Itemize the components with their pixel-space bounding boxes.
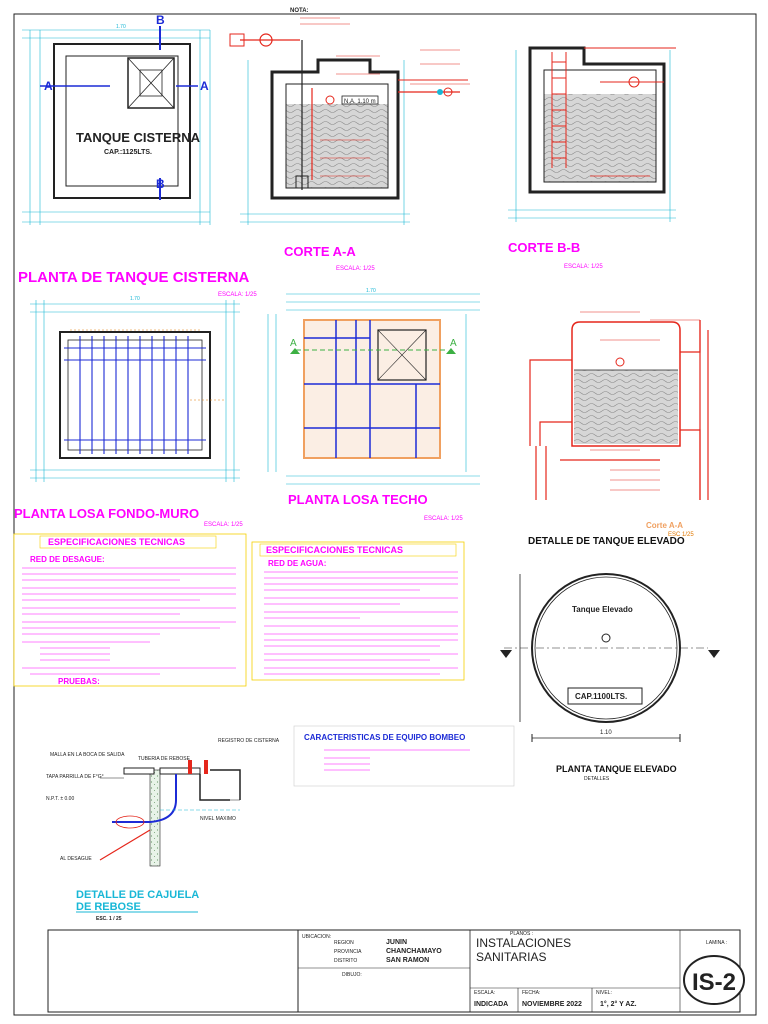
corte-aa-section: N.A. 1.10 m NOTA: bbox=[229, 8, 470, 225]
tb-fecha: NOVIEMBRE 2022 bbox=[522, 1001, 582, 1008]
cajuela-detail: MALLA EN LA BOCA DE SALIDA TAPA PARRILLA… bbox=[46, 738, 280, 922]
tb-escala: INDICADA bbox=[474, 1001, 508, 1008]
tb-dibujo-label: DIBUJO: bbox=[342, 972, 362, 978]
corte-aa-scale: ESCALA: 1/25 bbox=[336, 266, 375, 272]
cajuela-tuberia: TUBERIA DE REBOSE bbox=[138, 756, 191, 762]
tb-region: JUNIN bbox=[386, 939, 407, 946]
fondo-dim-top: 1.70 bbox=[130, 296, 140, 302]
cisterna-title: TANQUE CISTERNA bbox=[76, 130, 201, 145]
cajuela-desague: AL DESAGUE bbox=[60, 856, 92, 862]
tb-provincia-label: PROVINCIA bbox=[334, 949, 362, 955]
losa-techo-plan: A A 1.70 bbox=[267, 288, 480, 485]
bombeo-box: CARACTERISTICAS DE EQUIPO BOMBEO bbox=[293, 725, 515, 787]
specs-left-lines bbox=[22, 567, 236, 675]
tb-plano-line1: INSTALACIONES bbox=[476, 936, 571, 950]
corte-aa-callout-lines bbox=[300, 17, 470, 177]
cajuela-scale: ESC. 1 / 25 bbox=[96, 916, 122, 922]
specs-right-red: RED DE AGUA: bbox=[268, 559, 326, 568]
tb-distrito-label: DISTRITO bbox=[334, 958, 357, 964]
elevado-callouts bbox=[580, 311, 700, 491]
tb-provincia: CHANCHAMAYO bbox=[386, 948, 442, 955]
cajuela-pipe bbox=[112, 774, 177, 823]
techo-manhole bbox=[377, 329, 427, 381]
bombeo-title: CARACTERISTICAS DE EQUIPO BOMBEO bbox=[304, 733, 465, 742]
elevado-plan-label: Tanque Elevado bbox=[572, 605, 633, 614]
planta-elevado-title: PLANTA TANQUE ELEVADO bbox=[556, 764, 677, 774]
corte-bb-section bbox=[508, 46, 676, 222]
section-label-a-left: A bbox=[44, 79, 53, 93]
specs-left-pruebas: PRUEBAS: bbox=[58, 677, 100, 686]
specs-left-red: RED DE DESAGUE: bbox=[30, 555, 105, 564]
cisterna-plan: B B A A TANQUE CISTERNA CAP.:1125LTS. 1.… bbox=[22, 13, 211, 225]
specs-right-lines bbox=[264, 571, 458, 675]
cisterna-dim-top: 1.70 bbox=[116, 24, 126, 30]
corte-bb-water bbox=[544, 94, 656, 182]
techo-dim-top: 1.70 bbox=[366, 288, 376, 294]
section-label-b-bottom: B bbox=[156, 177, 165, 191]
losa-techo-outline bbox=[303, 319, 441, 459]
tb-planos-label: PLANOS : bbox=[510, 931, 533, 937]
elevado-plan-capacity: CAP.1100LTS. bbox=[575, 692, 627, 701]
sheet-border bbox=[13, 13, 757, 1016]
elevado-water bbox=[574, 370, 678, 444]
losa-fondo-plan: 1.70 bbox=[30, 296, 240, 482]
planta-cisterna-scale: ESCALA: 1/25 bbox=[218, 292, 257, 298]
corte-aa-title: CORTE A-A bbox=[284, 244, 356, 259]
tb-lamina-label: LAMINA : bbox=[706, 940, 727, 946]
title-block: UBICACION: REGION JUNIN PROVINCIA CHANCH… bbox=[47, 929, 745, 1013]
elevado-corte-title: Corte A-A bbox=[646, 521, 683, 530]
elevado-plan: Tanque Elevado CAP.1100LTS. 1.10 bbox=[500, 573, 720, 742]
cajuela-registro: REGISTRO DE CISTERNA bbox=[218, 738, 280, 744]
ladder bbox=[551, 52, 567, 168]
specs-left-box: ESPECIFICACIONES TECNICAS RED DE DESAGUE… bbox=[13, 533, 247, 687]
specs-right-title: ESPECIFICACIONES TECNICAS bbox=[266, 545, 403, 555]
elevado-corte-scale: ESC 1/25 bbox=[668, 532, 694, 538]
elevado-plan-dim: 1.10 bbox=[600, 730, 612, 736]
elevado-section: Corte A-A ESC 1/25 bbox=[529, 311, 709, 538]
planta-elevado-sub: DETALLES bbox=[584, 776, 610, 782]
tb-plano-line2: SANITARIAS bbox=[476, 950, 546, 964]
losa-techo-beams bbox=[304, 320, 440, 458]
planta-techo-title: PLANTA LOSA TECHO bbox=[288, 492, 428, 507]
cajuela-nivel: NIVEL MAXIMO bbox=[200, 816, 236, 822]
cisterna-outline bbox=[53, 43, 191, 199]
tb-region-label: REGION bbox=[334, 940, 354, 946]
techo-section-a-right: A bbox=[450, 338, 457, 349]
corte-aa-water-level: N.A. 1.10 m bbox=[344, 99, 376, 105]
tb-nivel: 1°, 2° Y AZ. bbox=[600, 1000, 637, 1008]
tb-sheet-badge bbox=[683, 955, 745, 1005]
cajuela-malla: MALLA EN LA BOCA DE SALIDA bbox=[50, 752, 125, 758]
cajuela-title-2: DE REBOSE bbox=[76, 901, 141, 913]
tb-sheet-number: IS-2 bbox=[692, 969, 736, 996]
corte-aa-water bbox=[286, 104, 388, 188]
tb-ubicacion-label: UBICACION: bbox=[302, 934, 331, 940]
cisterna-capacity: CAP.:1125LTS. bbox=[104, 149, 152, 156]
section-label-a-right: A bbox=[200, 79, 209, 93]
specs-right-box: ESPECIFICACIONES TECNICAS RED DE AGUA: bbox=[251, 541, 465, 681]
tb-distrito: SAN RAMON bbox=[386, 957, 429, 964]
planta-fondo-title: PLANTA LOSA FONDO-MURO bbox=[14, 506, 199, 521]
losa-fondo-outline bbox=[59, 331, 211, 459]
losa-fondo-rebar bbox=[64, 336, 206, 454]
tb-fecha-label: FECHA: bbox=[522, 990, 540, 996]
corte-bb-title: CORTE B-B bbox=[508, 240, 580, 255]
cajuela-tapa: TAPA PARRILLA DE F°G° bbox=[46, 774, 104, 780]
detalle-tanque-title: DETALLE DE TANQUE ELEVADO bbox=[528, 536, 685, 547]
bombeo-lines bbox=[324, 749, 470, 771]
tb-nivel-label: NIVEL: bbox=[596, 990, 612, 996]
nota-label: NOTA: bbox=[290, 8, 309, 14]
cajuela-npt: N.P.T. ± 0.00 bbox=[46, 796, 74, 802]
specs-left-title: ESPECIFICACIONES TECNICAS bbox=[48, 537, 185, 547]
cajuela-title-1: DETALLE DE CAJUELA bbox=[76, 889, 199, 901]
corte-bb-scale: ESCALA: 1/25 bbox=[564, 264, 603, 270]
planta-cisterna-title: PLANTA DE TANQUE CISTERNA bbox=[18, 269, 250, 286]
tb-escala-label: ESCALA: bbox=[474, 990, 495, 996]
planta-techo-scale: ESCALA: 1/25 bbox=[424, 516, 463, 522]
techo-section-a-left: A bbox=[290, 338, 297, 349]
planta-fondo-scale: ESCALA: 1/25 bbox=[204, 522, 243, 528]
manhole-cover bbox=[127, 57, 175, 109]
section-label-b-top: B bbox=[156, 13, 165, 27]
